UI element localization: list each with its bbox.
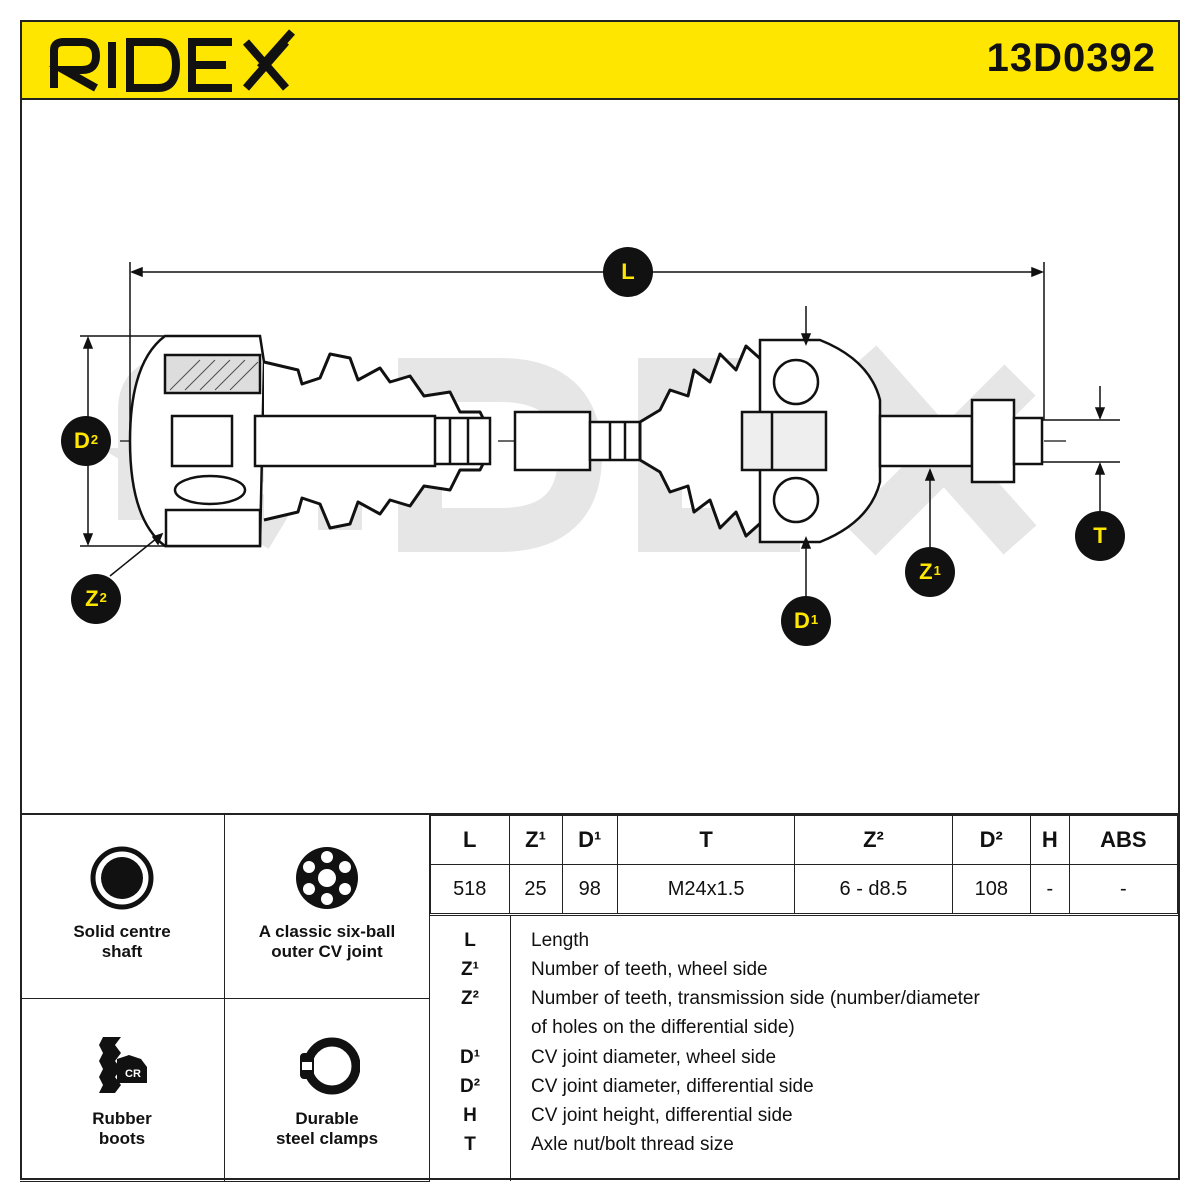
spec-value-D1: 98 (561, 864, 618, 914)
feature-clamps-label: Durable steel clamps (225, 1109, 429, 1149)
legend-text: Length (531, 930, 590, 951)
label-Z1: Z (919, 559, 933, 584)
legend-text: of holes on the differential side) (531, 1017, 795, 1038)
label-Z2-sup: 2 (99, 589, 107, 605)
feature-six-ball-line2: outer CV joint (271, 942, 383, 961)
rubber-boot-cr-text: CR (125, 1068, 141, 1080)
feature-solid-shaft-line1: Solid centre (73, 922, 171, 941)
header-bar: 13D0392 (20, 20, 1180, 100)
spec-table: L Z¹ D¹ T Z² D² H ABS 518 25 98 M24x1.5 … (430, 815, 1179, 914)
six-ball-joint-icon (296, 847, 358, 909)
legend-key: T (464, 1134, 476, 1155)
legend-text: CV joint diameter, wheel side (531, 1047, 777, 1068)
legend-text: CV joint height, differential side (531, 1105, 793, 1126)
feature-rubber-boots: CR Rubber boots (20, 999, 225, 1182)
feature-steel-clamps: Durable steel clamps (225, 999, 430, 1182)
feature-rubber-label: Rubber boots (20, 1109, 224, 1149)
spec-header-L: L (430, 815, 510, 865)
legend-row: Z¹ Number of teeth, wheel side (430, 959, 1178, 988)
feature-rubber-line2: boots (98, 1129, 146, 1148)
rubber-boot-icon: CR (99, 1037, 147, 1093)
spec-value-H: - (1030, 864, 1070, 914)
spec-value-Z1: 25 (508, 864, 563, 914)
feature-six-ball-label: A classic six-ball outer CV joint (225, 922, 429, 962)
clamp-icon (300, 1037, 360, 1095)
legend: L Length Z¹ Number of teeth, wheel side … (430, 915, 1178, 1181)
feature-rubber-line1: Rubber (92, 1109, 152, 1128)
label-T-badge: T (1075, 511, 1125, 561)
spec-value-row: 518 25 98 M24x1.5 6 - d8.5 108 - - (430, 864, 1179, 914)
label-L-badge: L (603, 247, 653, 297)
spec-header-Z2: Z² (794, 815, 953, 865)
spec-value-D2: 108 (951, 864, 1032, 914)
legend-row: T Axle nut/bolt thread size (430, 1134, 1178, 1163)
legend-key: D² (459, 1076, 481, 1097)
legend-row: of holes on the differential side) (430, 1017, 1178, 1046)
label-D2: D (73, 428, 90, 453)
feature-solid-shaft: Solid centre shaft (20, 815, 225, 999)
outer-frame (20, 20, 1180, 1180)
legend-text: Axle nut/bolt thread size (531, 1134, 734, 1155)
legend-key: Z¹ (461, 959, 479, 980)
feature-solid-shaft-label: Solid centre shaft (20, 922, 224, 962)
legend-row: L Length (430, 930, 1178, 959)
legend-row: H CV joint height, differential side (430, 1105, 1178, 1134)
label-L: L (621, 259, 635, 284)
feature-clamps-line2: steel clamps (275, 1129, 379, 1148)
solid-shaft-icon (90, 846, 154, 910)
label-Z2: Z (85, 586, 99, 611)
legend-text: Number of teeth, transmission side (numb… (531, 988, 980, 1009)
label-T: T (1093, 523, 1107, 548)
part-number: 13D0392 (986, 36, 1156, 80)
drive-shaft-drawing (80, 262, 1120, 600)
spec-header-D2: D² (951, 815, 1032, 865)
legend-key: L (464, 930, 476, 951)
spec-value-T: M24x1.5 (616, 864, 796, 914)
feature-clamps-line1: Durable (295, 1109, 359, 1128)
legend-row: Z² Number of teeth, transmission side (n… (430, 988, 1178, 1017)
label-Z1-sup: 1 (933, 562, 941, 578)
feature-solid-shaft-line2: shaft (101, 942, 143, 961)
legend-key: Z² (461, 988, 479, 1009)
feature-six-ball-joint: A classic six-ball outer CV joint (225, 815, 430, 999)
legend-row: D¹ CV joint diameter, wheel side (430, 1047, 1178, 1076)
spec-value-Z2: 6 - d8.5 (794, 864, 953, 914)
spec-header-Z1: Z¹ (508, 815, 563, 865)
ridex-logo (48, 29, 295, 92)
info-section: Solid centre shaft A classic six-ball ou… (20, 813, 1180, 1182)
feature-six-ball-line1: A classic six-ball (258, 922, 396, 941)
legend-divider (510, 916, 511, 1181)
spec-header-ABS: ABS (1068, 815, 1179, 865)
label-D1: D (793, 608, 810, 633)
legend-row: D² CV joint diameter, differential side (430, 1076, 1178, 1105)
spec-header-T: T (616, 815, 796, 865)
label-D1-sup: 1 (810, 611, 819, 627)
legend-key: H (463, 1105, 477, 1126)
spec-header-H: H (1030, 815, 1070, 865)
legend-text: CV joint diameter, differential side (531, 1076, 814, 1097)
legend-text: Number of teeth, wheel side (531, 959, 768, 980)
legend-key: D¹ (459, 1047, 481, 1068)
spec-value-ABS: - (1068, 864, 1179, 914)
label-D2-sup: 2 (90, 431, 99, 447)
spec-header-row: L Z¹ D¹ T Z² D² H ABS (430, 815, 1179, 865)
